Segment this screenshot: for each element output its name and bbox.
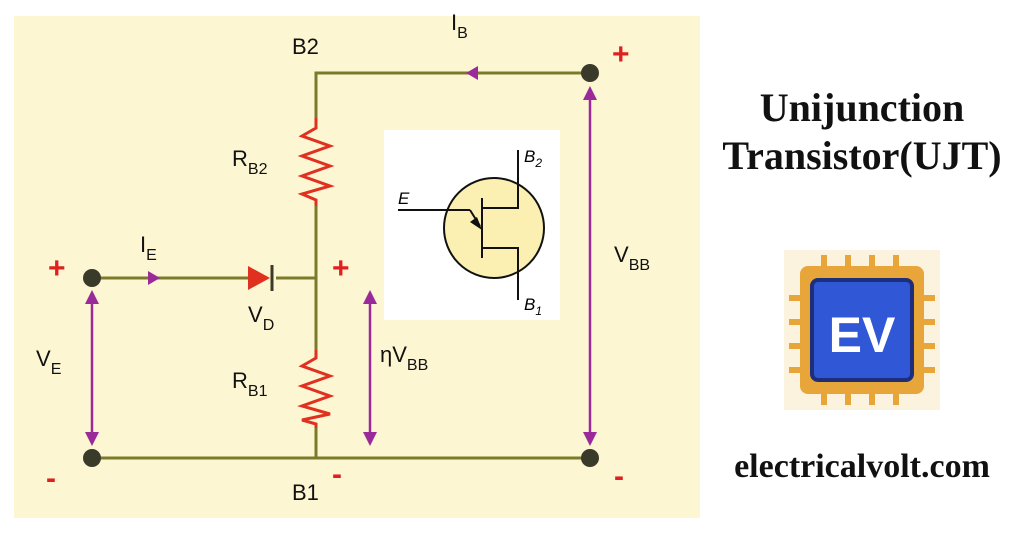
terminals	[83, 64, 599, 467]
title-line-2: Transistor(UJT)	[722, 133, 1002, 178]
eta-arrow-down	[363, 432, 377, 446]
sign-minus-vbb: -	[614, 460, 624, 493]
website-url: electricalvolt.com	[734, 448, 990, 485]
circuit-panel	[14, 16, 700, 518]
label-vbb: VBB	[614, 242, 650, 274]
sign-plus-ve: +	[48, 252, 66, 285]
ujt-symbol: E B2 B1	[384, 130, 560, 320]
measure-arrowheads	[85, 86, 597, 446]
logo-text: EV	[829, 307, 896, 363]
sign-plus-junction: +	[332, 252, 350, 285]
label-ib: IB	[451, 10, 468, 42]
page-title: Unijunction Transistor(UJT)	[700, 84, 1024, 180]
chip-logo-icon: EV	[784, 250, 940, 410]
terminal-b2-node	[581, 64, 599, 82]
ujt-label-b2: B2	[524, 147, 542, 170]
terminal-emitter-node	[83, 269, 101, 287]
ujt-label-b1: B1	[524, 295, 542, 318]
sign-minus-ve: -	[46, 462, 56, 495]
circuit-labels: B2 B1 IB IE RB2 RB1 VD VE VBB ηVBB	[36, 10, 650, 505]
ujt-emitter-arrow	[470, 217, 482, 230]
ie-current-arrow	[148, 271, 160, 285]
vbb-arrow-down	[583, 432, 597, 446]
diode-triangle	[248, 266, 270, 290]
chip-core	[810, 278, 914, 382]
resistor-rb1	[297, 350, 335, 428]
label-b2: B2	[292, 34, 319, 59]
label-rb2: RB2	[232, 146, 268, 178]
sign-plus-vbb: +	[612, 38, 630, 71]
ib-current-arrow	[466, 66, 478, 80]
diode	[248, 265, 274, 291]
label-b1: B1	[292, 480, 319, 505]
ujt-b1-lead	[482, 247, 519, 300]
label-rb1: RB1	[232, 368, 268, 400]
eta-arrow-up	[363, 290, 377, 304]
measure-arrows	[90, 92, 592, 440]
terminal-ground-right-node	[581, 449, 599, 467]
label-ie: IE	[140, 232, 157, 264]
polarity-signs: + + + - - -	[46, 38, 630, 495]
sign-minus-junction: -	[332, 458, 342, 491]
title-line-1: Unijunction	[759, 85, 965, 130]
wire-b2-top	[314, 71, 590, 118]
ve-arrow-up	[85, 290, 99, 304]
label-eta-vbb: ηVBB	[380, 342, 428, 374]
ujt-label-e: E	[398, 189, 410, 208]
ve-arrow-down	[85, 432, 99, 446]
ujt-symbol-circle	[443, 177, 545, 279]
vbb-arrow-up	[583, 86, 597, 100]
resistor-rb2	[297, 118, 335, 206]
ujt-b2-lead	[482, 150, 519, 209]
wires	[92, 71, 590, 460]
terminal-ground-left-node	[83, 449, 101, 467]
label-ve: VE	[36, 346, 61, 378]
label-vd: VD	[248, 302, 274, 334]
